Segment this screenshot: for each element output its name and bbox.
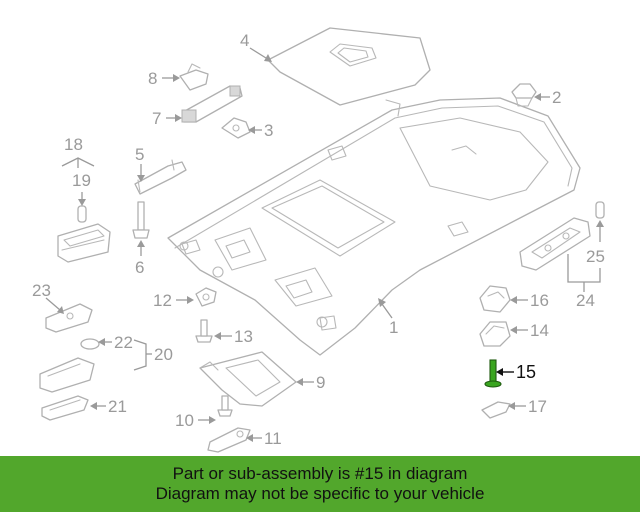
callout-16: 16 — [510, 291, 549, 310]
bracket-part-8 — [179, 63, 209, 91]
svg-text:25: 25 — [586, 247, 605, 266]
callout-7: 7 — [152, 109, 182, 128]
svg-text:22: 22 — [114, 333, 133, 352]
panel-part-4 — [267, 27, 431, 106]
bracket-part-7 — [181, 85, 243, 123]
lamp-base-part-23 — [45, 303, 93, 333]
svg-text:4: 4 — [240, 31, 249, 50]
callout-8: 8 — [148, 69, 180, 88]
svg-text:2: 2 — [552, 88, 561, 107]
svg-text:20: 20 — [154, 345, 173, 364]
svg-text:18: 18 — [64, 135, 83, 154]
callout-12: 12 — [153, 291, 194, 310]
svg-text:3: 3 — [264, 121, 273, 140]
svg-text:7: 7 — [152, 109, 161, 128]
svg-text:15: 15 — [516, 362, 536, 382]
lens-part-17 — [481, 401, 511, 419]
callout-4: 4 — [240, 31, 272, 62]
callout-14: 14 — [510, 321, 549, 340]
svg-text:8: 8 — [148, 69, 157, 88]
callout-1: 1 — [378, 298, 398, 337]
lamp-unit-part-20 — [39, 357, 95, 393]
console-part-24 — [519, 217, 591, 271]
svg-text:12: 12 — [153, 291, 172, 310]
push-pin-part-13 — [195, 319, 213, 343]
bolt-part-6 — [132, 201, 150, 239]
bolt-part-15-highlighted — [484, 359, 502, 388]
banner-line-disclaimer: Diagram may not be specific to your vehi… — [155, 484, 485, 503]
clip-part-12 — [195, 287, 217, 307]
svg-text:13: 13 — [234, 327, 253, 346]
info-banner: Part or sub-assembly is #15 in diagram D… — [0, 456, 640, 512]
callout-11: 11 — [246, 429, 282, 448]
svg-text:21: 21 — [108, 397, 127, 416]
callout-13: 13 — [214, 327, 253, 346]
svg-text:6: 6 — [135, 258, 144, 277]
grab-handle-part-5 — [134, 159, 187, 195]
sun-visor-part-9 — [199, 351, 297, 407]
bulb-part-22 — [80, 338, 100, 350]
map-lamp-part-18 — [57, 223, 111, 263]
svg-text:9: 9 — [316, 373, 325, 392]
callout-20: 20 — [133, 339, 173, 371]
lens-cover-part-21 — [41, 395, 89, 421]
banner-line-part-number: Part or sub-assembly is #15 in diagram — [172, 464, 468, 483]
bulb-part-19 — [77, 205, 87, 223]
callout-21: 21 — [90, 397, 127, 416]
callout-3: 3 — [248, 121, 273, 140]
lamp-housing-part-14 — [479, 321, 511, 347]
svg-text:17: 17 — [528, 397, 547, 416]
callout-19: 19 — [72, 171, 91, 206]
svg-text:5: 5 — [135, 145, 144, 164]
callout-22: 22 — [98, 333, 133, 352]
lamp-part-16 — [479, 285, 511, 313]
svg-text:11: 11 — [264, 429, 282, 448]
callout-25: 25 — [586, 220, 605, 266]
svg-text:1: 1 — [389, 318, 398, 337]
callout-2: 2 — [534, 88, 561, 107]
callout-5: 5 — [135, 145, 145, 182]
callout-15-highlighted: 15 — [496, 362, 536, 382]
headliner-part-1 — [167, 97, 581, 356]
svg-text:16: 16 — [530, 291, 549, 310]
svg-text:24: 24 — [576, 291, 595, 310]
clip-plate-part-11 — [207, 427, 251, 453]
callout-17: 17 — [508, 397, 547, 416]
callout-23: 23 — [32, 281, 64, 314]
svg-text:19: 19 — [72, 171, 91, 190]
headliner-exploded-diagram: 1 2 3 4 5 6 7 8 9 10 — [32, 27, 605, 453]
callout-9: 9 — [296, 373, 325, 392]
callout-24: 24 — [567, 254, 601, 310]
svg-text:14: 14 — [530, 321, 549, 340]
callout-6: 6 — [135, 240, 145, 277]
svg-text:10: 10 — [175, 411, 194, 430]
screw-part-10 — [217, 395, 233, 417]
clip-part-2 — [511, 83, 537, 107]
svg-text:23: 23 — [32, 281, 51, 300]
bracket-part-3 — [221, 117, 251, 139]
callout-10: 10 — [175, 411, 216, 430]
bulb-part-25 — [595, 201, 605, 219]
callout-18: 18 — [61, 135, 95, 168]
